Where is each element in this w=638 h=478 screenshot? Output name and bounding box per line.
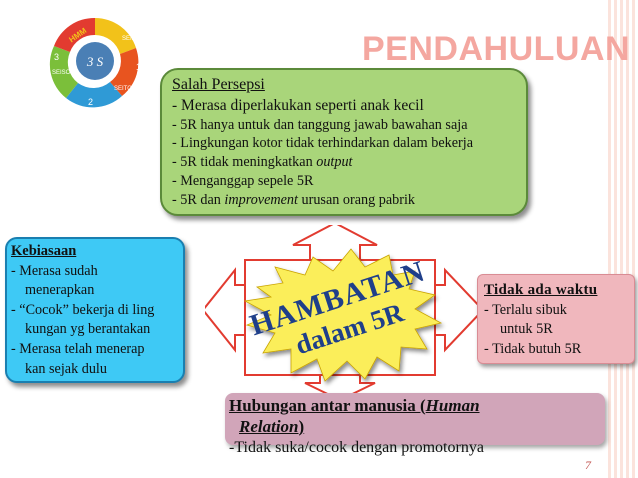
persepsi-item: - 5R tidak meningkatkan output [172, 154, 353, 171]
salah-persepsi-heading: Salah Persepsi [172, 76, 265, 93]
kebiasaan-box: Kebiasaan - Merasa sudah menerapkan - “C… [5, 237, 185, 383]
kebiasaan-line: menerapkan [25, 282, 95, 299]
kebiasaan-line: kan sejak dulu [25, 360, 107, 377]
cycle-segment-green [49, 46, 78, 98]
cycle-segment-yellow [95, 17, 136, 54]
persepsi-item: - 5R dan improvement urusan orang pabrik [172, 191, 415, 208]
persepsi-item: - Menganggap sepele 5R [172, 172, 314, 189]
hambatan-starburst [243, 248, 443, 382]
cycle-step-3: 3 [54, 52, 59, 62]
persepsi-item: - 5R hanya untuk dan tanggung jawab bawa… [172, 116, 468, 133]
cycle-label-seiri: SEIRI [122, 36, 138, 42]
arrow-up [292, 225, 378, 261]
cycle-center-label: 3 S [86, 54, 104, 69]
cycle-step-2: 2 [88, 97, 93, 107]
kebiasaan-heading: Kebiasaan [11, 243, 77, 259]
arrow-down [304, 374, 376, 400]
salah-persepsi-box: Salah Persepsi - Merasa diperlakukan sep… [160, 68, 528, 216]
cycle-segment-red [54, 17, 95, 52]
cycle-segment-blue [66, 82, 122, 108]
waktu-line: - Terlalu sibuk [484, 301, 567, 318]
page-number: 7 [585, 458, 591, 472]
waktu-line: - Tidak butuh 5R [484, 340, 582, 357]
cycle-step-1: 1 [136, 62, 141, 72]
hambatan-arrows-graphic: HAMBATAN dalam 5R [205, 225, 485, 400]
hubungan-body: -Tidak suka/cocok dengan promotornya [229, 439, 484, 456]
slide-title: PENDAHULUAN [362, 30, 631, 68]
kebiasaan-line: - Merasa sudah [11, 262, 98, 279]
cycle-label-seiton: SEITON [114, 86, 136, 92]
hubungan-heading-line2: Relation) [239, 417, 305, 436]
cycle-center [76, 42, 114, 80]
3s-cycle-graphic: 3 S SEIRI SEITON SEISO HMM 1 2 3 [49, 17, 141, 108]
decorative-side-stripe [608, 0, 638, 478]
waktu-line: untuk 5R [500, 321, 553, 337]
cycle-label-seiso: SEISO [52, 70, 71, 76]
persepsi-item: - Merasa diperlakukan seperti anak kecil [172, 96, 424, 114]
persepsi-item: - Lingkungan kotor tidak terhindarkan da… [172, 135, 473, 152]
kebiasaan-line: - Merasa telah menerap [11, 340, 145, 357]
tidak-ada-waktu-box: Tidak ada waktu - Terlalu sibuk untuk 5R… [477, 274, 635, 364]
kebiasaan-line: kungan yg berantakan [25, 321, 151, 338]
tidak-ada-waktu-heading: Tidak ada waktu [484, 282, 598, 298]
hubungan-text: Hubungan antar manusia (Human Relation) … [229, 395, 484, 458]
hubungan-heading-line1: Hubungan antar manusia (Human [229, 396, 480, 415]
kebiasaan-line: - “Cocok” bekerja di ling [11, 301, 155, 318]
cycle-segment-orange [110, 48, 139, 96]
hubungan-box [225, 393, 605, 445]
